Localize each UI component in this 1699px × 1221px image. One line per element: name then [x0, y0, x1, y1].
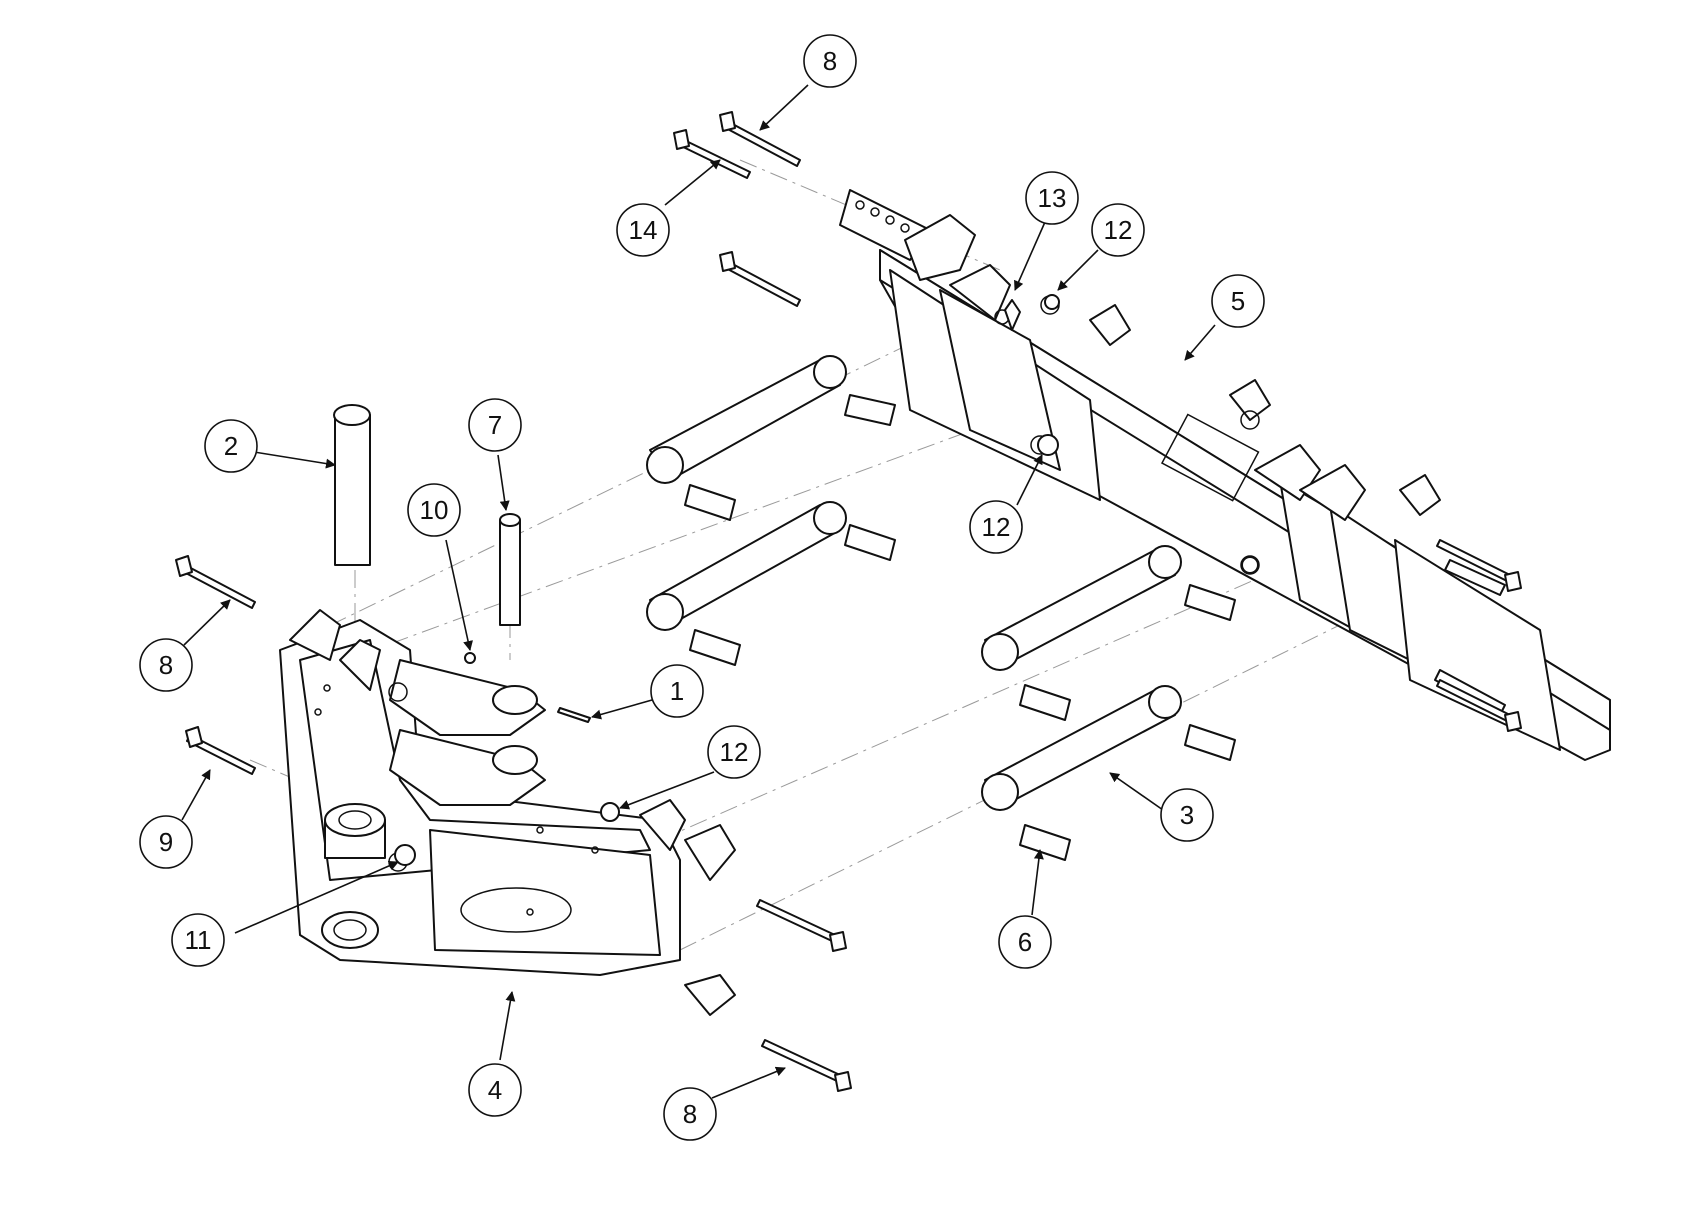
svg-text:3: 3 [1180, 800, 1194, 830]
svg-text:12: 12 [1104, 215, 1133, 245]
link-arm-lower-left [646, 501, 847, 631]
callout-1: 1 [650, 664, 704, 718]
svg-text:1: 1 [670, 676, 684, 706]
callout-8-left: 8 [139, 638, 193, 692]
nuts [394, 294, 1259, 866]
callout-9: 9 [139, 815, 193, 869]
callout-10: 10 [407, 483, 461, 537]
pivot-pin-2 [333, 404, 371, 566]
svg-text:8: 8 [823, 46, 837, 76]
svg-text:4: 4 [488, 1075, 502, 1105]
leader-lines [181, 84, 1216, 1099]
callout-12-low: 12 [969, 500, 1023, 554]
link-arm-upper-left [646, 355, 847, 484]
callout-13: 13 [1025, 171, 1079, 225]
svg-text:8: 8 [683, 1099, 697, 1129]
svg-text:10: 10 [420, 495, 449, 525]
svg-text:8: 8 [159, 650, 173, 680]
pivot-pin-7 [499, 513, 521, 626]
callout-11: 11 [171, 913, 225, 967]
svg-text:14: 14 [629, 215, 658, 245]
link-arm-upper-right [981, 545, 1182, 671]
callout-8-bottom: 8 [663, 1087, 717, 1141]
callout-4: 4 [468, 1063, 522, 1117]
svg-text:9: 9 [159, 827, 173, 857]
svg-text:12: 12 [720, 737, 749, 767]
main-frame-beam [839, 189, 1611, 761]
callout-6: 6 [998, 915, 1052, 969]
callout-2: 2 [204, 419, 258, 473]
svg-text:7: 7 [488, 410, 502, 440]
callout-8-top: 8 [803, 34, 857, 88]
svg-text:11: 11 [185, 925, 212, 955]
svg-text:13: 13 [1038, 183, 1067, 213]
svg-text:6: 6 [1018, 927, 1032, 957]
mount-bracket [279, 609, 736, 1016]
bushings [684, 394, 1236, 861]
callout-5: 5 [1211, 274, 1265, 328]
link-arm-lower-right [981, 685, 1182, 811]
callout-12-top: 12 [1091, 203, 1145, 257]
svg-text:5: 5 [1231, 286, 1245, 316]
callout-12-mid: 12 [707, 725, 761, 779]
callout-14: 14 [616, 203, 670, 257]
callout-7: 7 [468, 398, 522, 452]
svg-text:12: 12 [982, 512, 1011, 542]
svg-text:2: 2 [224, 431, 238, 461]
bolts [175, 111, 1522, 1092]
callout-3: 3 [1160, 788, 1214, 842]
